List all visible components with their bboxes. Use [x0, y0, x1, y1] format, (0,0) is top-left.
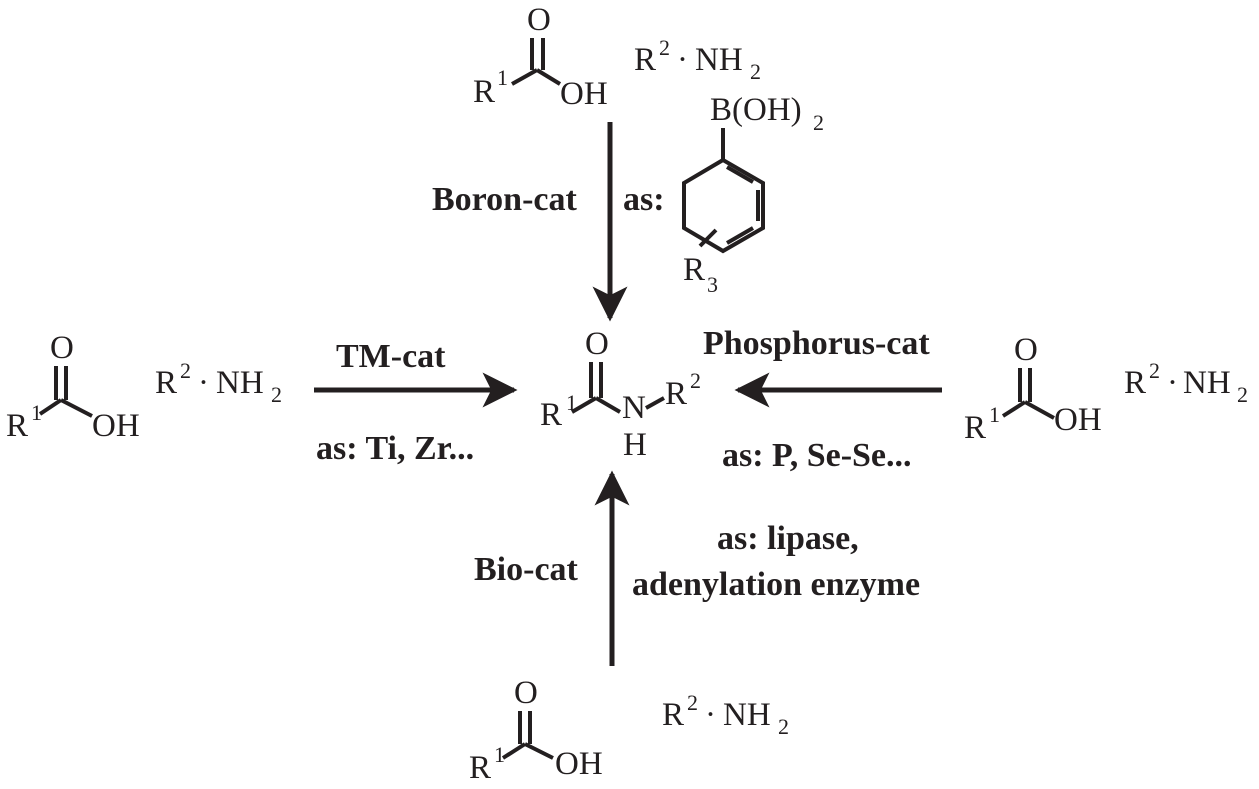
acid-r-group: R — [6, 408, 28, 444]
left-carboxylic-acid: O R 1 OH — [6, 330, 140, 444]
r3-group: R — [683, 252, 705, 288]
amine-r-superscript: 2 — [1149, 358, 1160, 383]
top-carboxylic-acid: O R 1 OH — [473, 2, 608, 112]
boronic-acid-group: B(OH) — [710, 92, 802, 128]
acid-r-group: R — [469, 750, 491, 786]
amine-nh: NH — [216, 365, 264, 401]
amine-r-group: R — [155, 365, 177, 401]
amide-nitrogen: N — [622, 390, 646, 426]
amide-product: O R 1 N R 2 H — [540, 326, 701, 463]
r3-subscript: 3 — [707, 272, 718, 297]
amine-r-group: R — [634, 42, 656, 78]
bottom-carboxylic-acid: O R 1 OH — [469, 675, 603, 786]
amine-r-superscript: 2 — [659, 35, 670, 60]
acid-hydroxyl: OH — [1054, 402, 1102, 438]
amine-dot: · — [1167, 365, 1178, 401]
amine-nh: NH — [723, 697, 771, 733]
bio-cat-examples-line2: adenylation enzyme — [632, 566, 920, 603]
acid-r-superscript: 1 — [497, 65, 508, 90]
tm-cat-label: TM-cat — [336, 338, 446, 375]
boronic-acid-subscript: 2 — [813, 110, 824, 135]
acid-oxygen: O — [514, 675, 538, 711]
acid-hydroxyl: OH — [92, 408, 140, 444]
amine-r-group: R — [662, 697, 684, 733]
amine-r-superscript: 2 — [180, 358, 191, 383]
acid-oxygen: O — [50, 330, 74, 366]
amine-nh: NH — [1183, 365, 1231, 401]
amine-nh: NH — [695, 42, 743, 78]
acid-r-superscript: 1 — [31, 400, 42, 425]
amine-dot: · — [705, 697, 716, 733]
acid-hydroxyl: OH — [555, 746, 603, 782]
bio-cat-label: Bio-cat — [474, 551, 579, 588]
amine-r-group: R — [1124, 365, 1146, 401]
amine-subscript: 2 — [1237, 382, 1248, 407]
amide-r1-superscript: 1 — [566, 390, 577, 415]
acid-r-group: R — [473, 74, 495, 110]
phosphorus-cat-label: Phosphorus-cat — [703, 325, 930, 362]
amine-dot: · — [677, 42, 688, 78]
acid-r-group: R — [964, 410, 986, 446]
boron-cat-label: Boron-cat — [432, 181, 577, 218]
amide-r2: R — [665, 376, 687, 412]
right-amine: R 2 · NH 2 — [1124, 358, 1248, 407]
amide-r2-superscript: 2 — [690, 368, 701, 393]
right-carboxylic-acid: O R 1 OH — [964, 332, 1102, 446]
acid-r-superscript: 1 — [989, 402, 1000, 427]
acid-oxygen: O — [1014, 332, 1038, 368]
amine-r-superscript: 2 — [687, 690, 698, 715]
amine-subscript: 2 — [271, 382, 282, 407]
amine-dot: · — [198, 365, 209, 401]
tm-cat-examples: as: Ti, Zr... — [316, 430, 474, 467]
top-amine: R 2 · NH 2 — [634, 35, 761, 84]
acid-oxygen: O — [527, 2, 551, 38]
amine-subscript: 2 — [750, 59, 761, 84]
acid-hydroxyl: OH — [560, 76, 608, 112]
amide-r1: R — [540, 397, 562, 433]
phenylboronic-acid-structure: B(OH) 2 R 3 — [682, 92, 824, 297]
bio-cat-examples-line1: as: lipase, — [717, 520, 859, 557]
phosphorus-cat-examples: as: P, Se-Se... — [722, 437, 912, 474]
bottom-amine: R 2 · NH 2 — [662, 690, 789, 739]
amine-subscript: 2 — [778, 714, 789, 739]
amide-oxygen: O — [585, 326, 609, 362]
boron-cat-as: as: — [623, 181, 665, 218]
amide-hydrogen: H — [623, 427, 647, 463]
acid-r-superscript: 1 — [494, 742, 505, 767]
left-amine: R 2 · NH 2 — [155, 358, 282, 407]
